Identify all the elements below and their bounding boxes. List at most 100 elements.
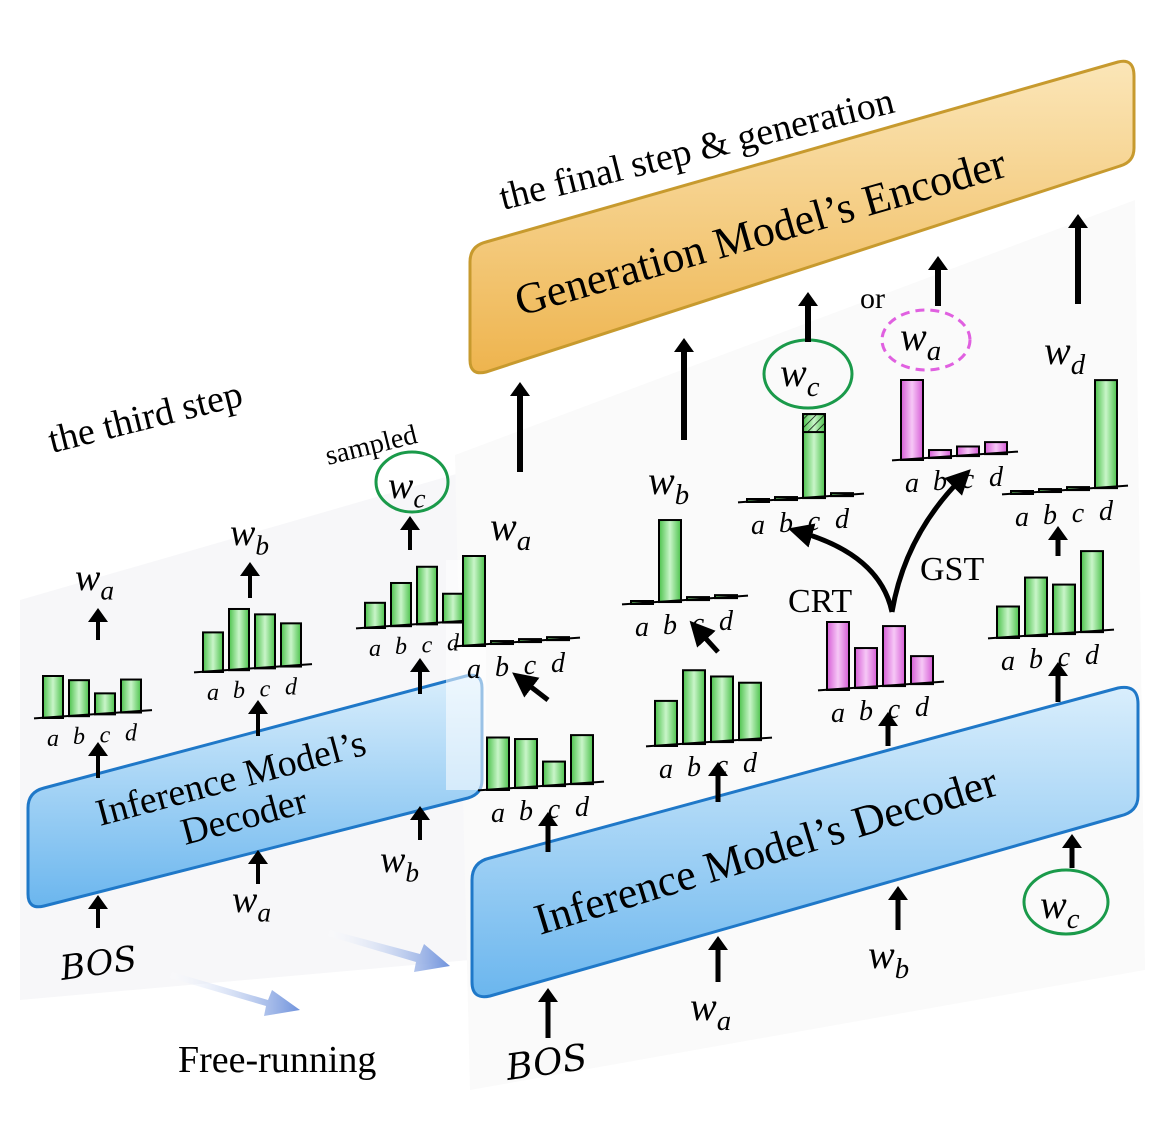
wa-input-small: wa xyxy=(232,879,271,928)
bar-b xyxy=(514,738,538,790)
axis-label-c: c xyxy=(1058,642,1071,673)
axis-label-a: a xyxy=(635,612,649,643)
chart-baseline xyxy=(193,663,313,674)
arrow-dist2-to-wb-head xyxy=(240,562,260,576)
axis-label-a: a xyxy=(1001,646,1015,677)
axis-label-a: a xyxy=(1015,502,1029,533)
axis-label-b: b xyxy=(73,724,85,750)
axis-label-d: d xyxy=(447,631,460,657)
wc-final: wc xyxy=(780,350,820,403)
bar-a xyxy=(202,631,224,674)
arrow-wb-small-head xyxy=(410,806,430,820)
bar-d xyxy=(1080,550,1104,634)
chart-baseline xyxy=(645,736,773,748)
axis-label-d: d xyxy=(125,721,138,747)
bar-b xyxy=(658,519,682,604)
free-running-arrow-2 xyxy=(328,930,450,972)
wc-sampled: wc xyxy=(388,465,426,514)
axis-label-b: b xyxy=(687,752,701,783)
bar-b xyxy=(682,669,706,746)
bar-a xyxy=(486,736,510,791)
axis-label-b: b xyxy=(859,696,873,727)
bar-c xyxy=(416,565,438,626)
axis-label-d: d xyxy=(575,792,590,823)
arrow-dec-to-dist3-head xyxy=(410,658,430,672)
bar-d xyxy=(570,734,594,786)
chart-baseline xyxy=(817,680,945,692)
bar-b xyxy=(1024,576,1048,638)
axis-label-a: a xyxy=(491,798,505,829)
bar-b xyxy=(854,647,878,690)
alt-wa-circle xyxy=(880,308,972,372)
axis-label-d: d xyxy=(551,648,566,679)
axis-label-a: a xyxy=(905,468,919,499)
axis-label-d: d xyxy=(989,462,1004,493)
wa-final: wa xyxy=(490,504,531,557)
gst-arrow xyxy=(889,469,971,613)
arrow-wb-to-encoder-head xyxy=(674,338,694,352)
axis-label-b: b xyxy=(519,796,533,827)
bar-c xyxy=(542,760,566,788)
gst-label: GST xyxy=(920,551,984,588)
bar-d xyxy=(280,622,302,668)
bar-b xyxy=(68,679,90,718)
axis-label-d: d xyxy=(915,692,930,723)
axis-label-c: c xyxy=(808,506,821,537)
bar-b xyxy=(390,581,412,628)
chart-baseline xyxy=(987,628,1115,640)
axis-label-c: c xyxy=(100,722,111,748)
chart-baseline xyxy=(477,780,605,792)
arrow-dec-to-final2-head xyxy=(708,762,728,776)
bar-d xyxy=(738,681,762,742)
axis-label-a: a xyxy=(207,680,219,706)
axis-label-d: d xyxy=(719,606,734,637)
wb-input-large: wb xyxy=(868,932,909,985)
wb-output-small: wb xyxy=(230,512,269,561)
wb-input-small: wb xyxy=(380,839,419,888)
wa-alternative: wa xyxy=(900,314,941,367)
arrow-dec-to-dist2-head xyxy=(248,700,268,714)
axis-label-b: b xyxy=(1029,644,1043,675)
axis-label-d: d xyxy=(1085,640,1100,671)
axis-label-c: c xyxy=(524,650,537,681)
bar-a xyxy=(826,621,850,691)
bar-a xyxy=(900,379,924,461)
arrow-wa-large-head xyxy=(708,936,728,950)
arrow-shift-1 xyxy=(512,672,550,702)
axis-label-a: a xyxy=(831,698,845,729)
axis-label-a: a xyxy=(467,654,481,685)
wb-final: wb xyxy=(648,458,689,511)
arrow-dist1-to-wa-head xyxy=(88,608,108,622)
axis-label-d: d xyxy=(285,675,298,701)
arrow-wd-to-encoder-head xyxy=(1068,214,1088,228)
axis-label-c: c xyxy=(422,632,433,658)
arrow-alt-to-encoder-head xyxy=(928,256,948,270)
axis-label-a: a xyxy=(659,754,673,785)
arrow-wa-small-head xyxy=(248,850,268,864)
axis-label-b: b xyxy=(779,508,793,539)
bar-a xyxy=(654,699,678,748)
axis-label-b: b xyxy=(233,678,245,704)
input-wc-circle xyxy=(1022,868,1110,936)
axis-label-b: b xyxy=(663,610,677,641)
free-running-arrow-1 xyxy=(170,972,300,1016)
bar-c xyxy=(710,675,734,744)
axis-label-c: c xyxy=(962,464,975,495)
axis-label-b: b xyxy=(933,466,947,497)
bar-a xyxy=(364,601,386,629)
arrow-dist4-up-head xyxy=(1048,526,1068,540)
axis-label-d: d xyxy=(1099,496,1114,527)
bar-c xyxy=(94,692,116,716)
bar-d xyxy=(120,678,142,714)
axis-label-b: b xyxy=(395,634,407,660)
